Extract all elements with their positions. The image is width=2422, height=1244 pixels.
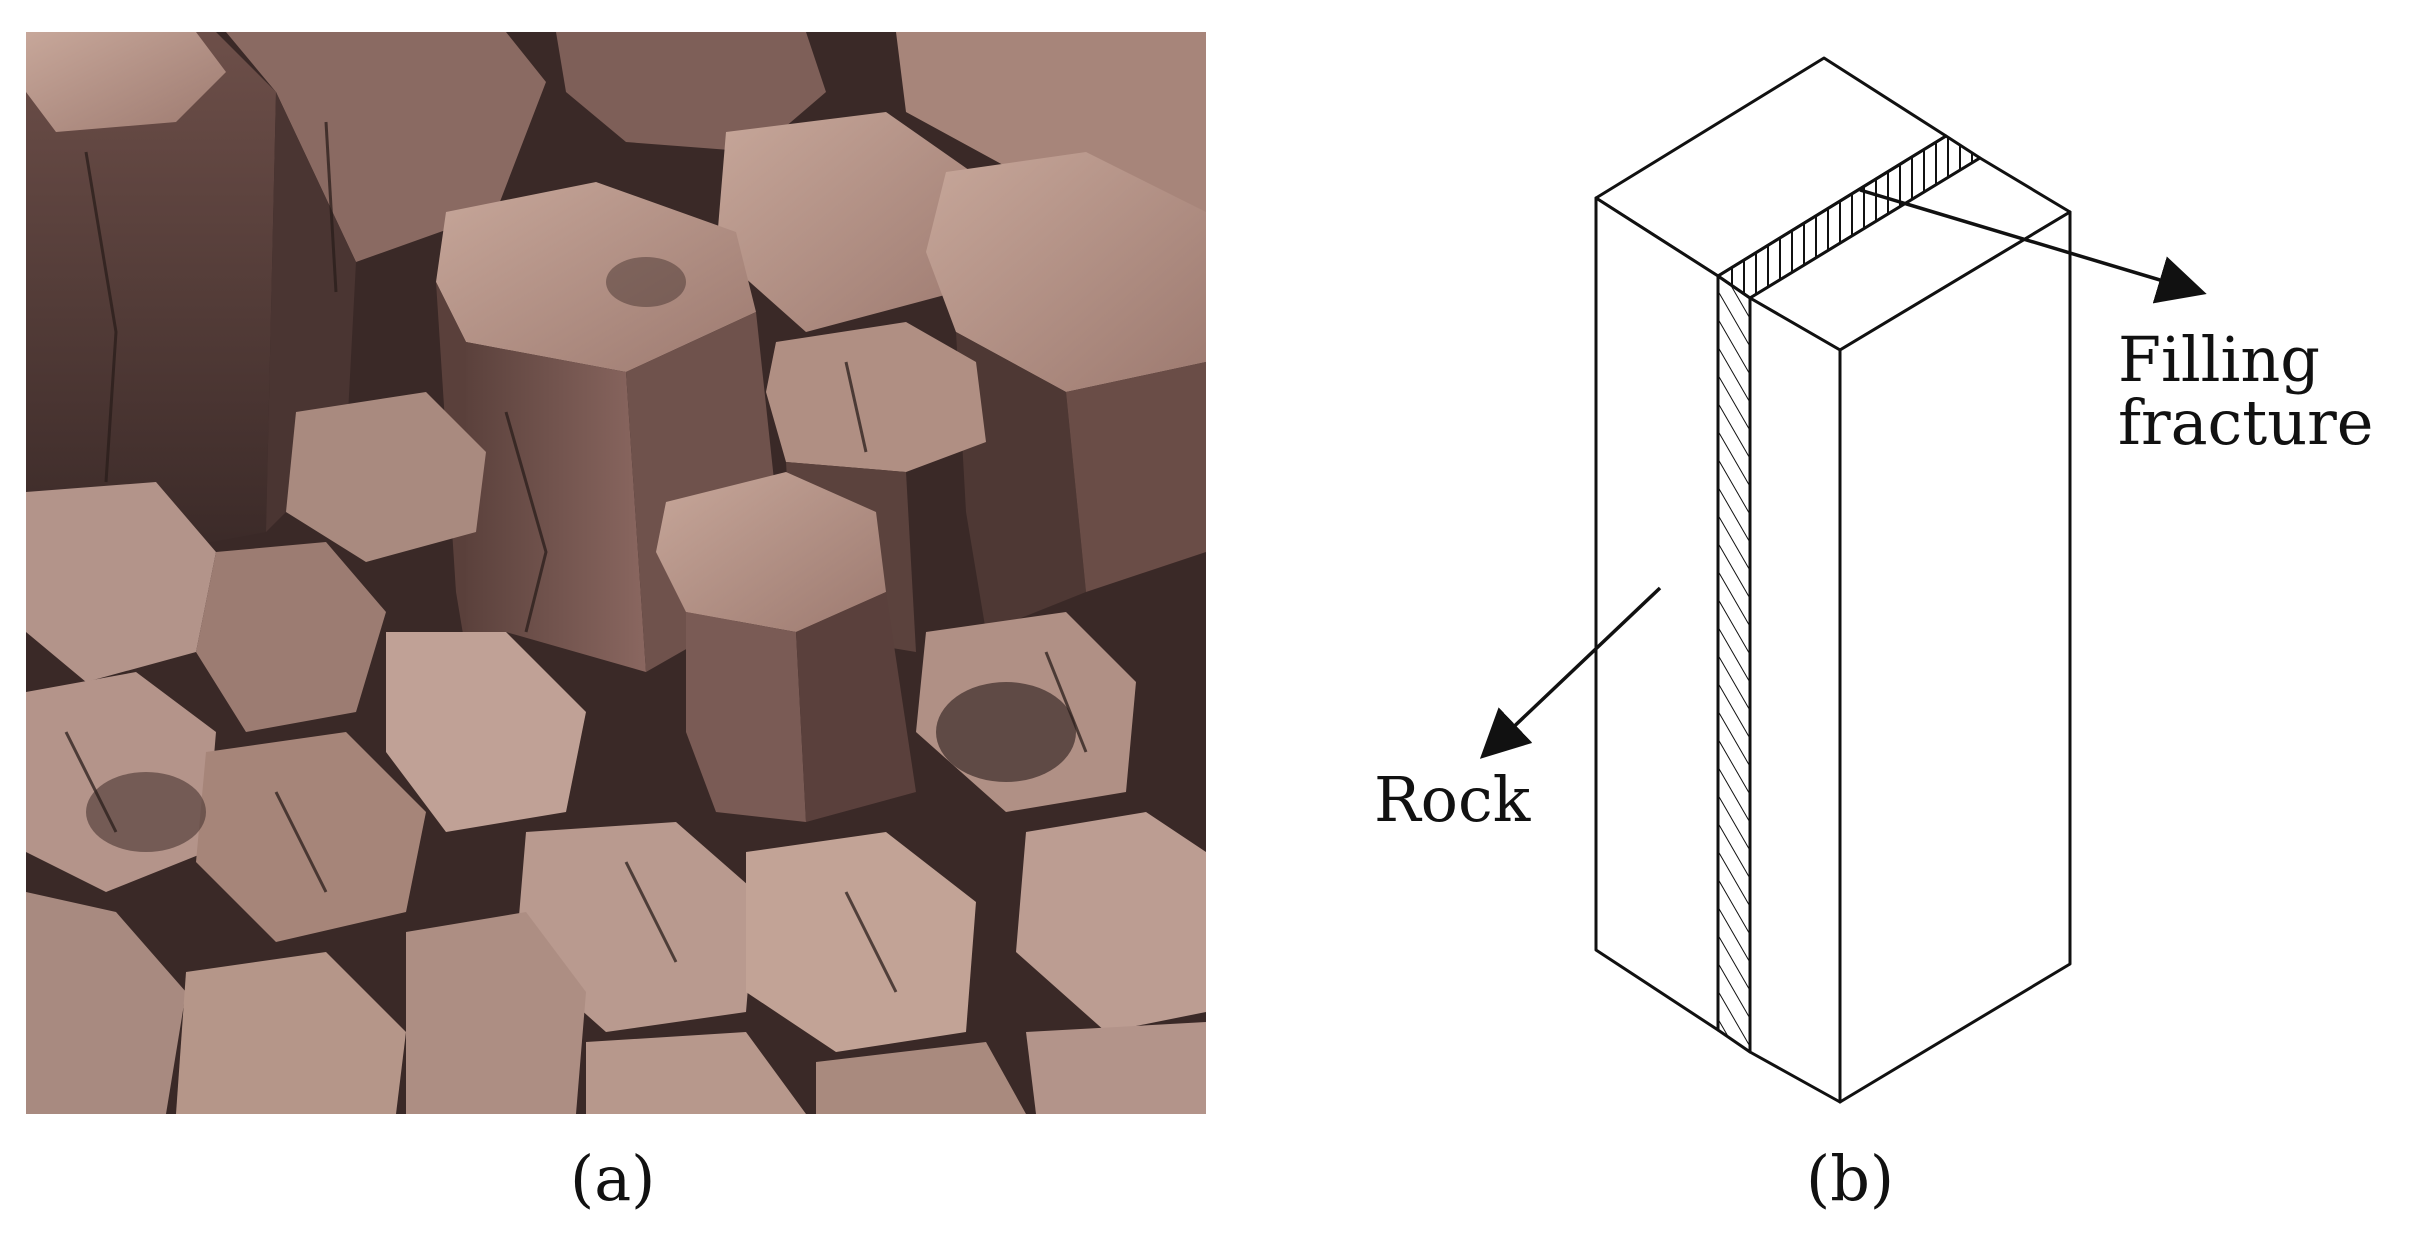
basalt-columns-illustration bbox=[26, 32, 1206, 1114]
rock-block-left-front bbox=[1594, 196, 1720, 1032]
hex-top-7 bbox=[1016, 812, 1206, 1032]
column-side-right bbox=[956, 332, 1086, 632]
hex-top-11 bbox=[586, 1032, 806, 1114]
filling-fracture-label: Filling fracture bbox=[2118, 323, 2374, 460]
column-top-central bbox=[436, 182, 756, 372]
hex-top-5 bbox=[746, 832, 976, 1052]
column-top-left-2 bbox=[196, 542, 386, 732]
shadow-patch-2 bbox=[86, 772, 206, 852]
columnar-basalt-photo bbox=[26, 32, 1206, 1114]
column-back-2 bbox=[226, 32, 546, 262]
shadow-patch-1 bbox=[936, 682, 1076, 782]
rock-block-right-side bbox=[1838, 210, 2072, 1104]
hex-top-8 bbox=[26, 892, 186, 1114]
rock-block-right-front bbox=[1748, 296, 1842, 1104]
fracture-block-diagram bbox=[1330, 40, 2422, 1120]
column-side-central-front bbox=[466, 342, 646, 672]
column-side-front bbox=[686, 612, 806, 822]
rock-cracks bbox=[64, 121, 1088, 993]
fracture-front-face bbox=[1716, 274, 1752, 1054]
column-top-mid bbox=[766, 322, 986, 472]
hex-top-3 bbox=[386, 632, 586, 832]
hex-top-12 bbox=[816, 1042, 1026, 1114]
column-side-right-2 bbox=[1066, 362, 1206, 592]
hex-top-2 bbox=[196, 732, 426, 942]
hex-top-10 bbox=[406, 912, 586, 1114]
hex-top-9 bbox=[176, 952, 406, 1114]
column-top-right bbox=[926, 152, 1206, 392]
caption-b: (b) bbox=[1806, 1142, 1895, 1215]
column-top-left bbox=[26, 482, 216, 682]
column-top-1 bbox=[26, 32, 226, 132]
column-top-left-mid bbox=[286, 392, 486, 562]
block-diagram-svg bbox=[1479, 56, 2207, 1104]
filling-label-line2: fracture bbox=[2118, 386, 2374, 460]
column-top-5 bbox=[716, 112, 986, 332]
filling-label-line1: Filling bbox=[2118, 323, 2320, 396]
caption-a: (a) bbox=[570, 1142, 656, 1215]
hex-top-13 bbox=[1026, 1022, 1206, 1114]
rock-arrow bbox=[1479, 586, 1662, 759]
rock-label: Rock bbox=[1374, 763, 1531, 836]
column-side-front-2 bbox=[796, 592, 916, 822]
filling-fracture-arrow bbox=[1859, 188, 2207, 304]
column-back-3 bbox=[556, 32, 826, 152]
shadow-patch-3 bbox=[606, 257, 686, 307]
column-top-front bbox=[656, 472, 886, 632]
